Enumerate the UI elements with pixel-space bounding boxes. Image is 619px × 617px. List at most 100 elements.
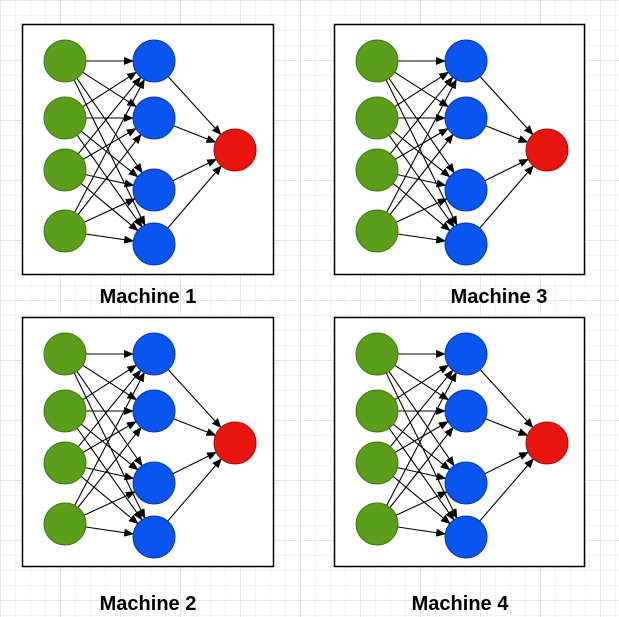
hidden-output-edge (167, 369, 222, 429)
input-hidden-edge (77, 426, 142, 508)
hidden-node (132, 168, 176, 212)
input-node (43, 502, 87, 546)
hidden-node (132, 222, 176, 266)
input-hidden-edge (76, 77, 143, 174)
input-hidden-edge (76, 370, 143, 467)
hidden-output-edge (485, 418, 529, 436)
input-hidden-edge (83, 198, 136, 223)
input-hidden-edge (76, 427, 143, 521)
hidden-output-edge (479, 165, 534, 229)
input-hidden-edge (85, 233, 135, 244)
hidden-node (444, 222, 488, 266)
input-node (43, 209, 87, 253)
hidden-output-edge (172, 451, 218, 475)
input-hidden-edge (82, 71, 138, 108)
hidden-output-edge (172, 158, 218, 182)
hidden-node (444, 389, 488, 433)
input-node (43, 332, 87, 376)
input-hidden-edge (392, 182, 451, 232)
hidden-output-edge (479, 76, 534, 136)
hidden-node (444, 515, 488, 559)
input-hidden-edge (394, 71, 450, 108)
hidden-node (444, 96, 488, 140)
input-node (355, 502, 399, 546)
input-node (43, 389, 87, 433)
input-hidden-edge (83, 491, 136, 516)
input-hidden-edge (388, 370, 455, 467)
output-node (213, 128, 257, 172)
machine-4-panel (333, 316, 586, 568)
input-hidden-edge (394, 364, 450, 401)
machine-4-label: Machine 4 (412, 593, 510, 615)
input-hidden-edge (394, 421, 449, 453)
input-node (43, 441, 87, 485)
input-hidden-edge (386, 78, 457, 213)
hidden-output-edge (485, 125, 529, 143)
input-hidden-edge (80, 475, 139, 525)
input-hidden-edge (77, 369, 142, 448)
hidden-output-edge (167, 165, 222, 229)
machine-1-label: Machine 1 (100, 286, 197, 308)
input-hidden-edge (389, 76, 454, 155)
input-hidden-edge (388, 77, 455, 174)
input-hidden-edge (389, 369, 454, 448)
input-node (355, 96, 399, 140)
input-node (355, 332, 399, 376)
input-node (355, 39, 399, 83)
hidden-node (132, 461, 176, 505)
hidden-node (444, 39, 488, 83)
input-hidden-edge (395, 491, 448, 516)
hidden-node (132, 332, 176, 376)
hidden-node (132, 96, 176, 140)
hidden-node (132, 389, 176, 433)
hidden-output-edge (479, 369, 534, 429)
input-hidden-edge (389, 426, 454, 508)
input-hidden-edge (395, 198, 448, 223)
input-node (43, 39, 87, 83)
input-hidden-edge (74, 78, 145, 213)
input-hidden-edge (82, 364, 138, 401)
input-hidden-edge (77, 133, 142, 215)
input-hidden-edge (394, 128, 449, 160)
input-hidden-edge (386, 371, 457, 506)
input-hidden-edge (389, 133, 454, 215)
input-node (355, 148, 399, 192)
input-hidden-edge (392, 475, 451, 525)
input-hidden-edge (76, 134, 143, 228)
output-node (213, 421, 257, 465)
input-hidden-edge (77, 76, 142, 155)
input-node (355, 209, 399, 253)
hidden-output-edge (484, 158, 530, 182)
hidden-node (444, 461, 488, 505)
machine-3-panel (333, 23, 586, 276)
hidden-output-edge (484, 451, 530, 475)
input-hidden-edge (388, 427, 455, 521)
hidden-output-edge (173, 418, 217, 436)
input-node (43, 96, 87, 140)
hidden-output-edge (479, 458, 534, 522)
input-hidden-edge (82, 128, 137, 160)
hidden-node (132, 39, 176, 83)
input-hidden-edge (85, 526, 135, 537)
output-node (525, 128, 569, 172)
hidden-output-edge (173, 125, 217, 143)
hidden-output-edge (167, 76, 222, 136)
input-hidden-edge (397, 233, 447, 244)
input-node (355, 441, 399, 485)
machine-1-panel (21, 23, 275, 276)
hidden-node (444, 168, 488, 212)
machine-3-label: Machine 3 (451, 286, 548, 308)
input-hidden-edge (397, 526, 447, 537)
hidden-node (444, 332, 488, 376)
output-node (525, 421, 569, 465)
input-hidden-edge (80, 182, 139, 232)
machine-2-label: Machine 2 (100, 593, 197, 615)
input-node (43, 148, 87, 192)
input-hidden-edge (388, 134, 455, 228)
input-node (355, 389, 399, 433)
input-hidden-edge (82, 421, 137, 453)
machine-2-panel (21, 316, 275, 568)
hidden-output-edge (167, 458, 222, 522)
hidden-node (132, 515, 176, 559)
